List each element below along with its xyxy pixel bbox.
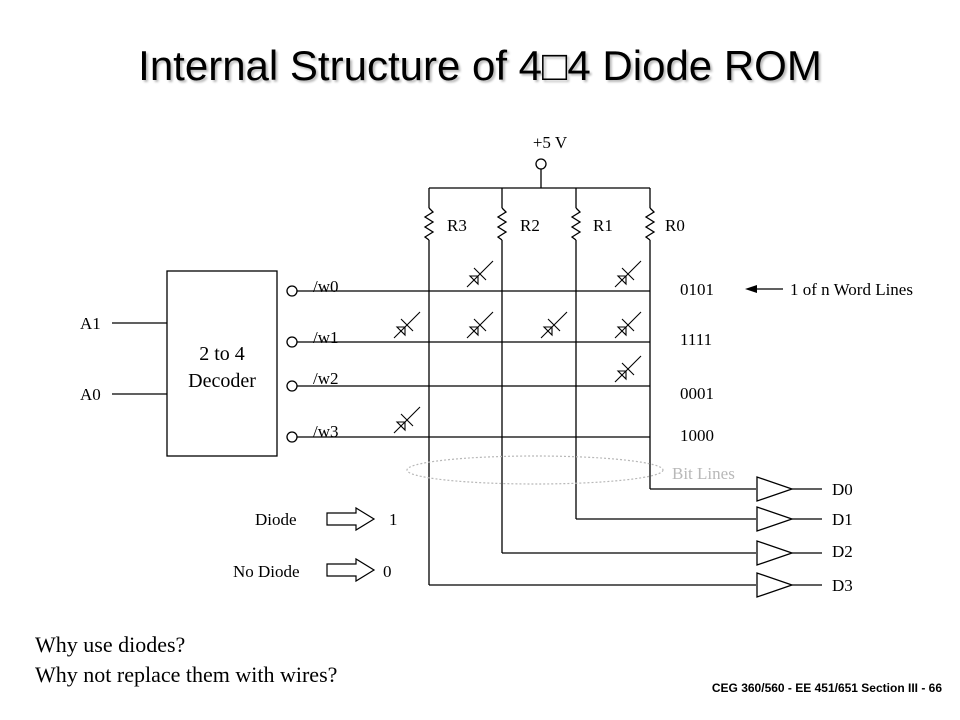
word-line-arrow — [745, 285, 783, 293]
word-line-w2 — [286, 380, 650, 392]
buffer-d2 — [756, 540, 822, 566]
legend-diode-label: Diode — [255, 510, 297, 529]
diode-w1-r3 — [393, 311, 421, 339]
legend-diode-value: 1 — [389, 510, 398, 529]
diode-w1-r1 — [540, 311, 568, 339]
diode-w0-r2 — [466, 260, 494, 288]
slide-title: Internal Structure of 4□4 Diode ROM — [138, 42, 822, 89]
word-line-w3 — [286, 431, 650, 443]
word-line-w1 — [286, 336, 650, 348]
questions-block: Why use diodes? Why not replace them wit… — [35, 630, 337, 690]
output-label-d2: D2 — [832, 542, 853, 561]
resistor-label-r1: R1 — [593, 216, 613, 235]
supply-label: +5 V — [533, 133, 568, 152]
output-label-d0: D0 — [832, 480, 853, 499]
decoder-block — [166, 270, 278, 457]
diode-array — [393, 260, 642, 434]
word-line-label-w3: /w3 — [313, 422, 339, 441]
diode-w3-r3 — [393, 406, 421, 434]
bit-lines-label: Bit Lines — [672, 464, 735, 483]
resistor-r3 — [423, 188, 435, 585]
word-value-3: 1000 — [680, 426, 714, 445]
resistor-r0 — [644, 188, 656, 489]
no-diode-legend-arrow — [326, 557, 376, 583]
diode-w1-r2 — [466, 311, 494, 339]
diode-w1-r0 — [614, 311, 642, 339]
output-label-d1: D1 — [832, 510, 853, 529]
diode-legend-arrow — [326, 506, 376, 532]
word-value-0: 0101 — [680, 280, 714, 299]
decoder-label-line1: 2 to 4 — [199, 343, 245, 365]
resistor-r2 — [496, 188, 508, 553]
footer-text: CEG 360/560 - EE 451/651 Section III - 6… — [711, 681, 942, 695]
diode-w0-r0 — [614, 260, 642, 288]
word-line-label-w0: /w0 — [313, 277, 339, 296]
word-line-label-w2: /w2 — [313, 369, 339, 388]
legend-no-diode-label: No Diode — [233, 562, 300, 581]
diode-w2-r0 — [614, 355, 642, 383]
word-value-2: 0001 — [680, 384, 714, 403]
word-line-annotation: 1 of n Word Lines — [790, 280, 913, 299]
resistor-label-r0: R0 — [665, 216, 685, 235]
resistor-label-r2: R2 — [520, 216, 540, 235]
bit-lines-ellipse — [406, 455, 664, 485]
buffer-d3 — [756, 572, 822, 598]
legend-no-diode-value: 0 — [383, 562, 392, 581]
output-label-d3: D3 — [832, 576, 853, 595]
resistor-r1 — [570, 188, 582, 519]
word-line-w0 — [286, 285, 650, 297]
word-value-1: 1111 — [680, 330, 712, 349]
input-label-a1: A1 — [80, 314, 101, 333]
buffer-d1 — [756, 506, 822, 532]
word-line-label-w1: /w1 — [313, 328, 339, 347]
input-label-a0: A0 — [80, 385, 101, 404]
resistor-label-r3: R3 — [447, 216, 467, 235]
buffer-d0 — [756, 476, 822, 502]
supply-terminal — [535, 158, 547, 170]
decoder-label-line2: Decoder — [188, 370, 256, 392]
question-1: Why use diodes? — [35, 632, 186, 657]
question-2: Why not replace them with wires? — [35, 662, 338, 687]
